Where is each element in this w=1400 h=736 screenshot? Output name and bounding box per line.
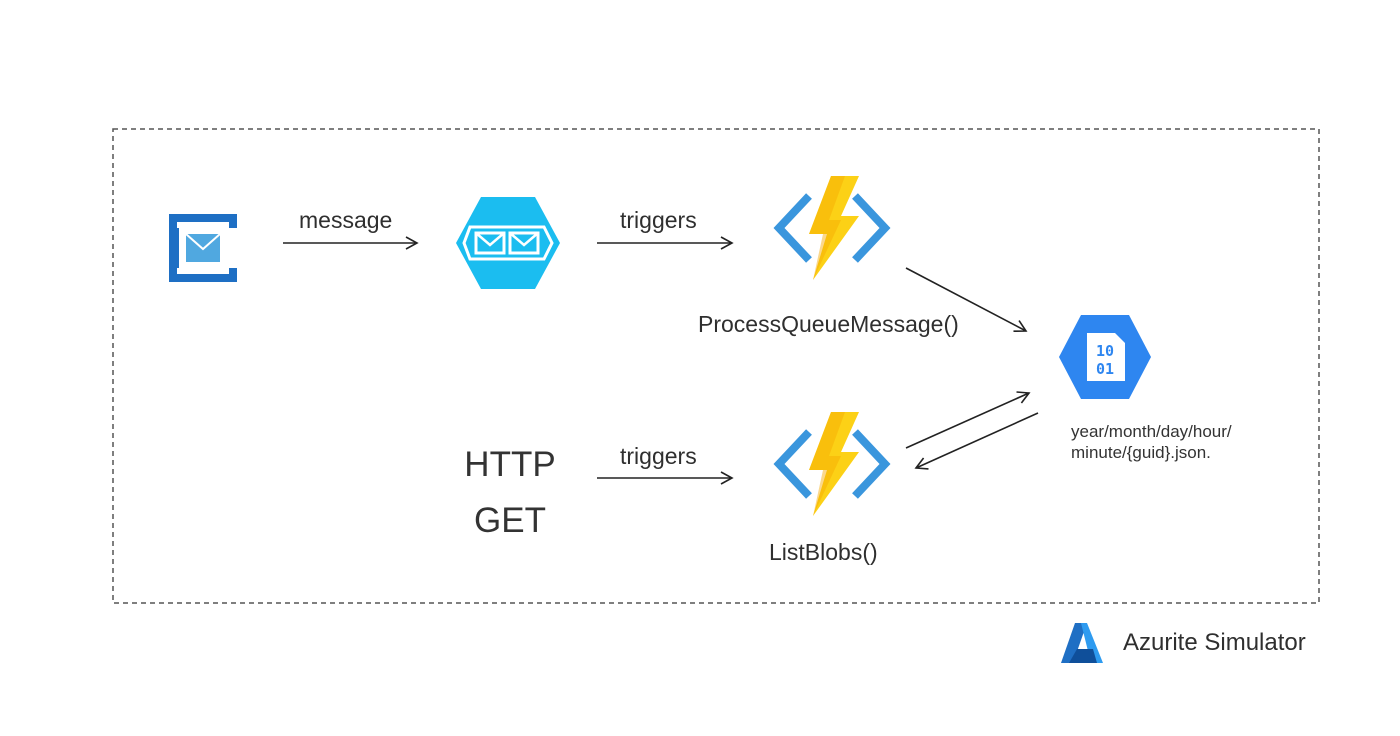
envelope-in-brackets-icon bbox=[169, 214, 237, 282]
http-label: HTTP bbox=[464, 445, 556, 484]
function-name-process: ProcessQueueMessage() bbox=[698, 311, 959, 337]
arrow-process-to-blob bbox=[905, 267, 1028, 332]
function-lightning-icon-process bbox=[773, 176, 891, 280]
function-lightning-icon-list bbox=[773, 412, 891, 516]
azure-logo-icon bbox=[1061, 623, 1103, 663]
azurite-simulator-label: Azurite Simulator bbox=[1123, 629, 1306, 656]
arrow-list-to-blob bbox=[905, 391, 1031, 449]
edge-label-message: message bbox=[299, 207, 393, 233]
blob-storage-binary-icon: 10 01 bbox=[1059, 315, 1151, 399]
arrow-blob-to-list bbox=[914, 412, 1039, 470]
blob-path-line1: year/month/day/hour/ bbox=[1071, 422, 1232, 441]
svg-text:10: 10 bbox=[1096, 342, 1114, 360]
edge-label-triggers-queue: triggers bbox=[620, 207, 697, 233]
get-label: GET bbox=[474, 501, 546, 540]
blob-path-line2: minute/{guid}.json. bbox=[1071, 443, 1211, 462]
http-get-label: HTTP GET bbox=[440, 437, 580, 549]
blob-path-label: year/month/day/hour/ minute/{guid}.json. bbox=[1071, 421, 1232, 463]
storage-queue-icon bbox=[456, 197, 560, 289]
function-name-list: ListBlobs() bbox=[769, 539, 878, 565]
edge-label-triggers-http: triggers bbox=[620, 443, 697, 469]
svg-text:01: 01 bbox=[1096, 360, 1114, 378]
